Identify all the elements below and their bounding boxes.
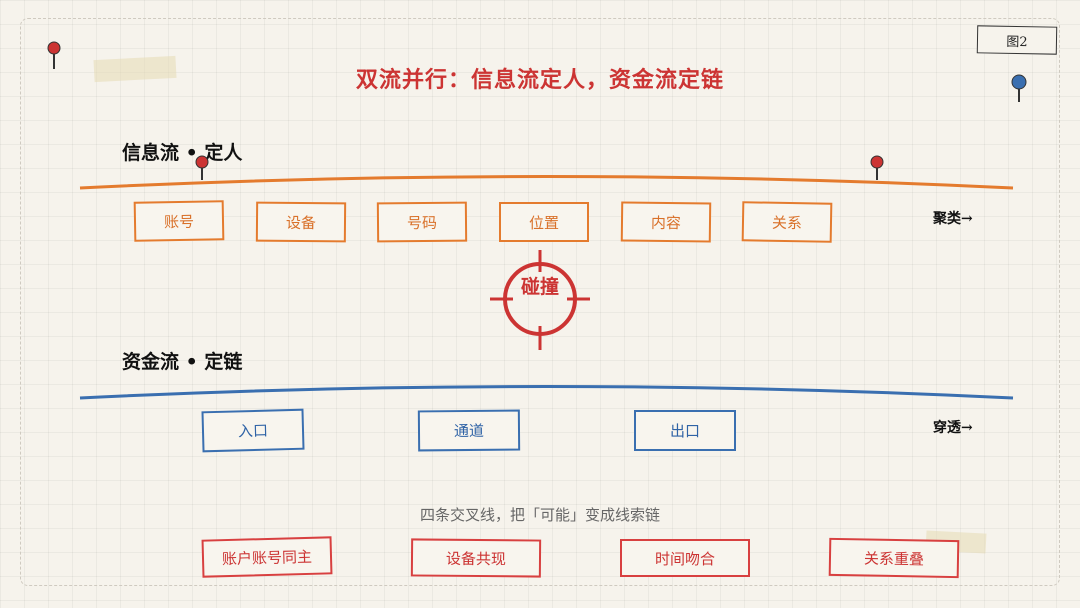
pin-icon: [870, 155, 884, 180]
fund-flow-label: 资金流 • 定链: [122, 351, 243, 373]
dashed-frame: [20, 18, 1060, 586]
cross-line-box: 时间吻合: [620, 539, 750, 577]
info-item-box: 设备: [255, 201, 347, 243]
cross-line-box: 设备共现: [410, 538, 542, 578]
fund-item-box: 入口: [201, 408, 305, 453]
cross-line-box: 账户账号同主: [201, 536, 333, 578]
info-item-box: 账号: [133, 200, 225, 242]
crosshair-icon: [490, 250, 590, 350]
cross-line-box: 关系重叠: [828, 537, 960, 579]
fund-flow-line: [79, 385, 1014, 400]
diagram-title: 双流并行：信息流定人，资金流定链: [355, 67, 724, 93]
fund-side-label: 穿透→: [933, 420, 973, 436]
fund-item-box: 通道: [417, 409, 521, 452]
info-side-label: 聚类→: [933, 211, 973, 227]
fund-item-box: 出口: [634, 410, 736, 451]
info-item-box: 位置: [499, 202, 589, 242]
cross-lines-caption: 四条交叉线，把「可能」变成线索链: [419, 506, 660, 524]
info-flow-line: [79, 175, 1014, 190]
info-item-box: 关系: [741, 201, 833, 243]
info-item-box: 内容: [620, 201, 712, 243]
pin-icon: [195, 155, 209, 180]
pin-icon: [1011, 74, 1027, 102]
info-item-box: 号码: [376, 201, 468, 243]
pin-icon: [47, 41, 61, 69]
info-flow-label: 信息流 • 定人: [122, 142, 243, 164]
collision-label: 碰撞: [520, 276, 559, 298]
